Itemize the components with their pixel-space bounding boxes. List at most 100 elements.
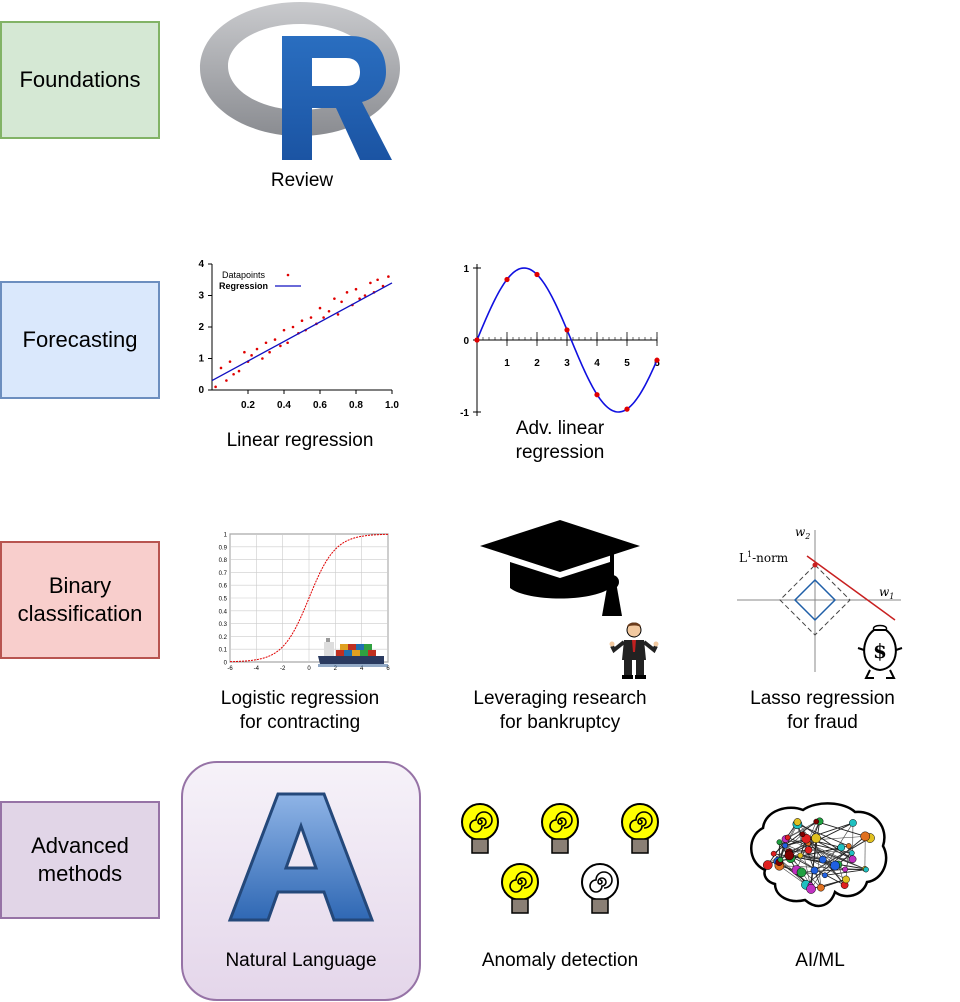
sample-point [474, 337, 480, 343]
category-foundations: Foundations [0, 21, 160, 139]
data-point [322, 316, 325, 319]
data-point [237, 369, 241, 373]
topic-adv-linear-regression-label: Adv. linear regression [515, 418, 605, 463]
brain-node [849, 819, 857, 827]
category-forecasting: Forecasting [0, 281, 160, 399]
bulb-base [551, 838, 569, 854]
data-point [345, 291, 349, 294]
y-tick-label: -1 [460, 408, 469, 419]
brain-node [784, 850, 795, 861]
category-label: Forecasting [22, 327, 138, 352]
brain-edge [787, 821, 817, 838]
legend-datapoints: Datapoints [222, 270, 266, 280]
outer-diamond [779, 564, 851, 636]
legend-regression: Regression [219, 281, 268, 291]
category-label: Advanced methods [31, 833, 129, 886]
brain-node [776, 839, 783, 846]
solution-point [812, 562, 818, 568]
y-tick-label: 0.6 [219, 584, 228, 590]
lightbulb-icon [621, 803, 659, 854]
l1-sup: 1 [747, 550, 752, 559]
data-point [268, 350, 271, 354]
bulb-base [631, 838, 649, 854]
data-point [214, 385, 217, 389]
businessman-icon [609, 622, 659, 679]
x-tick-label: 4 [360, 666, 364, 672]
bulb-glass [621, 803, 659, 841]
brain-edge [810, 822, 854, 890]
anomaly-detection-icon [461, 803, 659, 914]
brain-node [848, 855, 857, 864]
lightbulb-icon [501, 863, 539, 914]
brain-edge [810, 821, 821, 886]
brain-node [796, 867, 807, 878]
sample-point [654, 357, 660, 363]
bulb-filament [469, 811, 493, 833]
lightbulb-icon [581, 863, 619, 914]
bulb-base [591, 898, 609, 914]
y-tick-label: 0.1 [219, 648, 228, 654]
y-tick-label: 0.5 [219, 597, 228, 603]
x-tick-label: -6 [227, 666, 233, 672]
data-point [250, 354, 253, 357]
brain-node [784, 834, 791, 841]
data-point [358, 297, 361, 300]
brain-edge [814, 837, 871, 871]
data-point [219, 366, 223, 370]
brain-node [822, 872, 828, 879]
data-point [228, 360, 232, 363]
sample-point [534, 271, 540, 278]
x-tick-label: 0.6 [313, 400, 327, 411]
bulb-filament [549, 811, 573, 833]
data-point [333, 297, 336, 300]
category-label: Foundations [19, 67, 141, 92]
sample-point [624, 406, 630, 412]
y-tick-label: 0.9 [219, 545, 228, 551]
constraint-line [806, 555, 896, 621]
brain-node [782, 842, 788, 849]
brain-outline [750, 802, 888, 908]
data-point [318, 306, 322, 310]
x-tick-label: -4 [254, 666, 260, 672]
brain-edge [815, 838, 822, 888]
brain-node [837, 843, 846, 852]
w1-sub: 1 [889, 592, 894, 601]
brain-edge [805, 836, 866, 886]
lasso-regression-diagram: w1 w2 L1-norm [737, 525, 901, 672]
topic-natural-language-label: Natural Language [225, 950, 377, 971]
brain-edge [784, 822, 854, 847]
data-point [282, 328, 286, 332]
dollar-sign: $ [873, 639, 887, 663]
data-point [255, 347, 259, 351]
brain-node [804, 846, 813, 854]
brain-edge [810, 838, 817, 890]
brain-node [848, 850, 855, 856]
brain-edge [767, 834, 803, 866]
cargo-ship-icon [318, 638, 388, 667]
w1-axis-label: w1 [879, 585, 894, 601]
w2-axis-label: w2 [795, 525, 810, 541]
sample-point [564, 327, 570, 333]
brain-node [817, 883, 825, 892]
y-tick-label: 1 [224, 533, 228, 539]
data-point [309, 316, 313, 319]
y-tick-label: 1 [198, 354, 204, 365]
brain-edge [767, 821, 798, 866]
bulb-filament [629, 811, 653, 833]
data-point [376, 278, 379, 282]
brain-node [806, 884, 816, 894]
category-advanced-methods: Advanced methods [0, 801, 160, 919]
topic-ai-ml-label: AI/ML [795, 950, 845, 971]
l1-norm-label: L1-norm [739, 550, 789, 565]
x-tick-label: 2 [334, 666, 338, 672]
bulb-filament [589, 871, 613, 893]
data-point [279, 344, 282, 348]
brain-node [860, 831, 871, 842]
brain-node [797, 852, 804, 859]
x-tick-label: 1.0 [385, 400, 399, 411]
data-point [387, 275, 390, 278]
brain-edge [773, 821, 817, 855]
brain-node [813, 818, 820, 825]
